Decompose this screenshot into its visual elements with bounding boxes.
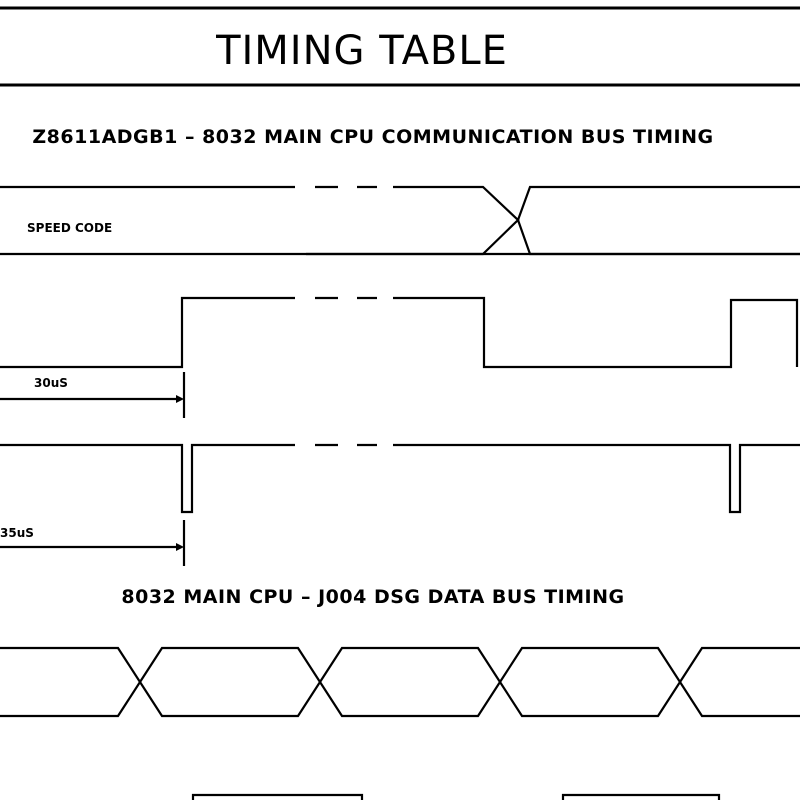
data-bus-waveform (0, 646, 800, 718)
interval-arrow-30us (0, 372, 186, 418)
strobe-waveform (191, 793, 721, 800)
interval-arrow-35us (0, 520, 186, 566)
interval-label-30us: 30uS (34, 376, 68, 390)
section2-heading: 8032 MAIN CPU – J004 DSG DATA BUS TIMING (121, 586, 624, 608)
section1-heading: Z8611ADGB1 – 8032 MAIN CPU COMMUNICATION… (32, 126, 713, 148)
pulse-waveform-2 (0, 443, 800, 514)
speed-code-label: SPEED CODE (27, 221, 112, 235)
page-title: TIMING TABLE (215, 28, 508, 74)
speed-code-waveform (0, 185, 800, 256)
pulse-waveform-1 (0, 296, 799, 369)
interval-label-35us: 35uS (0, 526, 34, 540)
